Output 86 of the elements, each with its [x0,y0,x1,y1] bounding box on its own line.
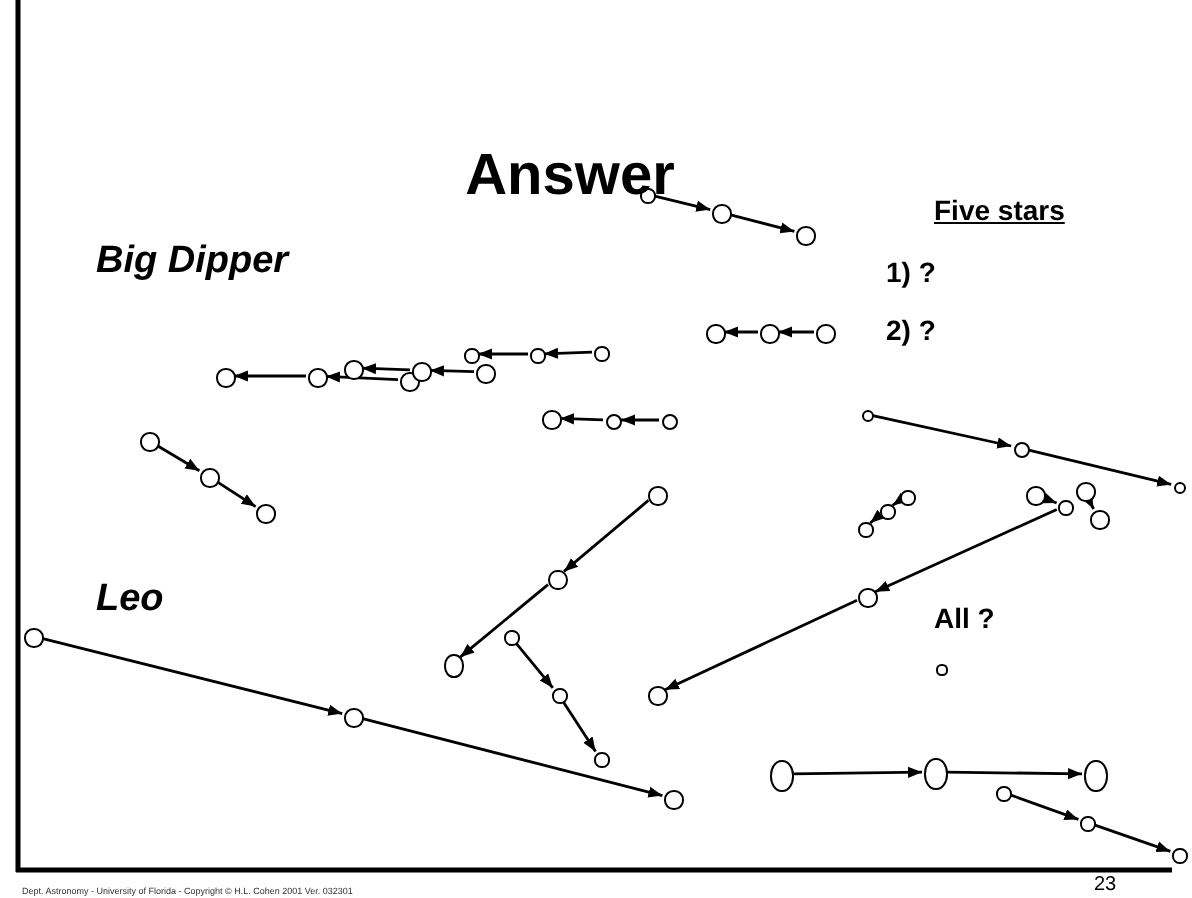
star-circle [1173,481,1186,494]
arrow [664,598,858,692]
star-circle [412,362,431,381]
star-circle [1013,441,1030,458]
arrow [325,371,399,383]
arrow [1009,793,1079,821]
arrow [1041,492,1058,505]
star-circle [216,368,235,387]
star-circle [256,504,275,523]
arrow [872,414,1012,449]
star-circle [664,790,683,809]
arrow [429,365,475,377]
star-circle [770,760,793,791]
star-circle [476,364,495,383]
arrow [874,508,1058,594]
arrow [459,583,549,659]
arrow [561,699,597,753]
arrow [778,326,814,338]
arrow [478,348,528,360]
star-circle [1084,760,1107,791]
star-circle [712,204,731,223]
star-circle [1076,482,1095,501]
star-circle [796,226,815,245]
arrow [869,509,885,525]
constellation-name: Big Dipper [96,240,289,284]
arrow [361,717,663,798]
star-circle [444,654,463,677]
star-circle [858,588,877,607]
list-item: 1) ? [886,256,936,288]
star-circle [648,686,667,705]
arrow [792,766,922,778]
star-circle [542,410,561,429]
star-circle [530,348,545,363]
list-heading: Five stars [934,194,1065,226]
arrow [1082,494,1095,510]
star-circle [1080,816,1095,831]
star-circle [648,486,667,505]
arrow [155,444,201,472]
arrow [724,326,758,338]
arrow [543,347,593,359]
star-circle [706,324,725,343]
arrow [729,213,795,234]
star-circle [816,324,835,343]
arrow [653,194,711,212]
arrow [234,370,306,382]
star-circle [661,413,678,430]
star-circle [594,346,609,361]
slide-title: Answer [465,144,675,210]
star-circle [548,569,567,590]
star-circle [552,688,567,703]
star-circle [880,504,895,519]
arrow [559,413,604,425]
star-circle [1172,848,1187,863]
star-circle [504,630,519,645]
arrow [1093,823,1171,853]
page-number: 23 [1094,874,1117,896]
star-circle [900,490,915,505]
question-text: All ? [934,602,995,634]
arrow [621,414,659,426]
star-circle [594,752,609,767]
star-circle [344,360,363,379]
star-circle [936,664,947,675]
arrow [41,637,343,716]
star-circle [1058,500,1073,515]
list-item: 2) ? [886,314,936,346]
star-circle [605,413,622,430]
star-circle [996,786,1011,801]
star-circle [140,432,159,451]
arrow [514,641,554,689]
star-circle [924,758,947,789]
star-circle [861,409,874,422]
star-circle [858,522,873,537]
star-circle [760,324,779,343]
star-circle [1090,510,1109,529]
star-circle [464,348,479,363]
constellation-name: Leo [96,578,164,622]
arrow [1028,448,1172,487]
arrow [361,363,411,375]
star-circle [200,468,219,487]
star-circle [308,368,327,387]
arrow [215,480,257,508]
star-circle [24,628,43,647]
arrow [563,499,650,573]
arrow [946,768,1082,780]
star-circle [1026,486,1045,505]
star-circle [344,708,363,727]
